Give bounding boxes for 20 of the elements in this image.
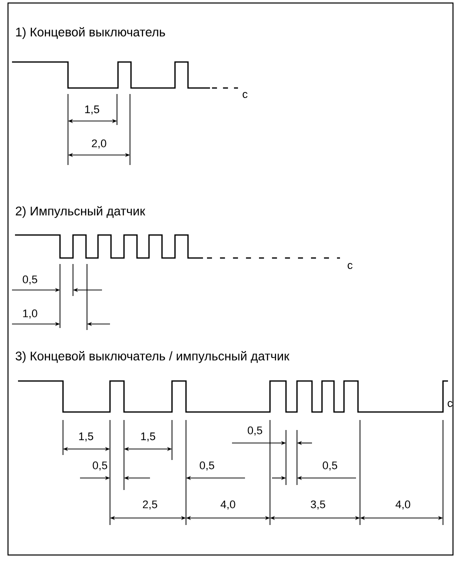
section-heading: 2) Импульсный датчик xyxy=(16,206,146,218)
unit-label: c xyxy=(448,401,452,408)
section-heading: 1) Концевой выключатель xyxy=(16,27,166,39)
dimension-label: 2,0 xyxy=(92,139,106,149)
dimension-label: 2,5 xyxy=(142,500,158,510)
dimension-label: 1,0 xyxy=(23,309,38,319)
dimension-label: 0,5 xyxy=(22,275,38,285)
unit-label: c xyxy=(348,263,352,270)
dimension-label: 4,0 xyxy=(220,500,236,510)
dimension-label: 3,5 xyxy=(310,500,326,510)
dimension-label: 1,5 xyxy=(79,432,94,442)
dimension-label: 1,5 xyxy=(141,432,156,442)
dimension-label: 0,5 xyxy=(248,426,262,436)
section-heading: 3) Концевой выключатель / импульсный датчик xyxy=(16,351,290,363)
dimension-label: 0,5 xyxy=(92,461,108,471)
dimension-label: 0,5 xyxy=(322,461,338,471)
dimension-label: 4,0 xyxy=(396,500,410,510)
dimension-label: 1,5 xyxy=(85,106,100,114)
dimension-label: 0,5 xyxy=(200,461,214,471)
unit-label: c xyxy=(242,92,248,98)
